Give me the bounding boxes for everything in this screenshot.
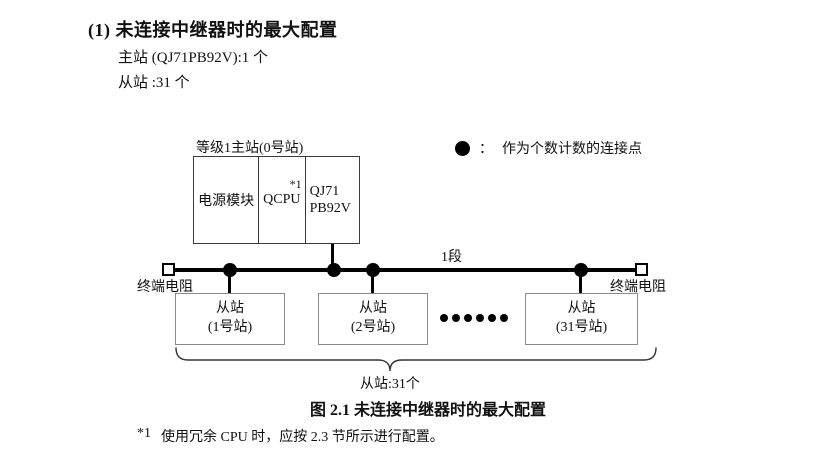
figure-caption: 图 2.1 未连接中继器时的最大配置 xyxy=(309,402,547,419)
slave2-line2: (2号站) xyxy=(350,320,396,335)
cpu-footnote-ref: *1 xyxy=(289,177,302,191)
slave1-line2: (1号站) xyxy=(207,320,253,335)
slave31-drop-line xyxy=(579,270,582,293)
master-station-box: 电源模块 QCPU *1 QJ71 PB92V xyxy=(193,156,360,244)
slaves-brace xyxy=(175,347,657,372)
legend: ： 作为个数计数的连接点 xyxy=(455,138,642,158)
terminating-resistor-left-icon xyxy=(162,263,175,276)
slave2-box: 从站 (2号站) xyxy=(318,293,428,345)
slave1-line1: 从站 xyxy=(216,301,244,317)
slave2-line1: 从站 xyxy=(359,301,387,317)
terminating-resistor-right-icon xyxy=(635,263,648,276)
bus-line xyxy=(168,268,642,272)
slave1-box: 从站 (1号站) xyxy=(175,293,285,345)
cpu-cell: QCPU *1 xyxy=(258,157,304,243)
power-module-cell: 电源模块 xyxy=(198,194,255,209)
connection-point-icon xyxy=(455,140,470,156)
terminating-resistor-left-label: 终端电阻 xyxy=(137,280,193,295)
footnote-text: 使用冗余 CPU 时，应按 2.3 节所示进行配置。 xyxy=(161,430,444,445)
slave2-drop-line xyxy=(371,270,374,293)
slave31-line2: (31号站) xyxy=(555,320,608,335)
footnote-marker: *1 xyxy=(137,426,151,441)
slave31-line1: 从站 xyxy=(567,301,596,317)
legend-separator: ： xyxy=(479,142,493,157)
master-drop-line xyxy=(331,244,334,270)
terminating-resistor-right-label: 终端电阻 xyxy=(610,280,666,295)
slave31-box: 从站 (31号站) xyxy=(525,293,638,345)
pb92v-label: QJ71 PB92V xyxy=(309,183,351,217)
slave-count-line: 从站 :31 个 xyxy=(118,75,190,91)
footnote: *1 使用冗余 CPU 时，应按 2.3 节所示进行配置。 xyxy=(137,426,444,446)
brace-label: 从站:31个 xyxy=(360,377,420,392)
master-station-label: 等级1主站(0号站) xyxy=(196,141,304,156)
cpu-label: QCPU xyxy=(263,192,301,207)
connection-point-master xyxy=(327,263,341,277)
pb92v-cell: QJ71 PB92V xyxy=(304,157,359,243)
section-heading: (1) 未连接中继器时的最大配置 xyxy=(88,20,338,40)
legend-label: 作为个数计数的连接点 xyxy=(502,142,642,157)
segment-label: 1段 xyxy=(441,250,462,265)
slave1-drop-line xyxy=(228,270,231,293)
master-count-line: 主站 (QJ71PB92V):1 个 xyxy=(118,50,269,66)
ellipsis-dots xyxy=(440,314,508,322)
